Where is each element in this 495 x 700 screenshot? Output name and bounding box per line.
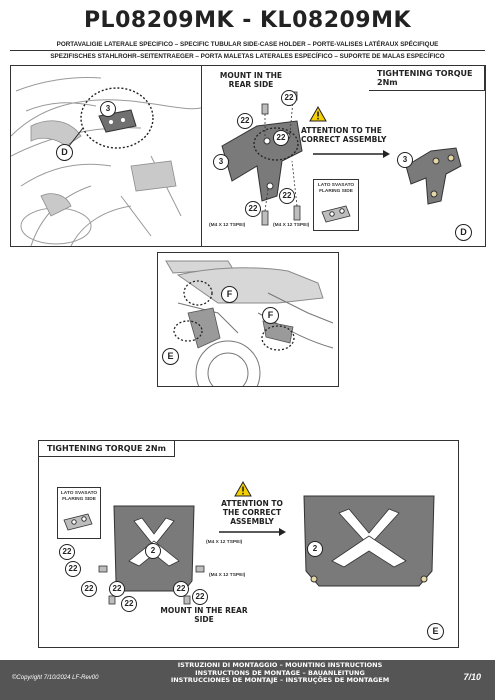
part-22-callout-b5: 22 (121, 596, 137, 612)
screw-spec-label-1: (M4 X 12 TSPEI) (209, 223, 246, 228)
footer-bar (0, 660, 495, 700)
screw-spec-label-bottom-1: (M4 X 12 TSPEI) (206, 540, 243, 545)
footer-copyright: ©Copyright 7/10/2024 LF-Rev00 (12, 675, 99, 681)
detail-e-callout-bottom: E (427, 623, 444, 640)
attention-assembly-label: ATTENTION TO THE CORRECT ASSEMBLY (301, 126, 387, 144)
assembled-bracket-illustration (405, 147, 462, 205)
part-22-callout-a: 22 (237, 113, 253, 129)
detail-d-callout-right: D (455, 224, 472, 241)
torque-label-bottom: TIGHTENING TORQUE 2Nm (39, 441, 175, 457)
detail-f-callout-b: F (262, 307, 279, 324)
subtitle-line-1: PORTAVALIGIE LATERALE SPECIFICO – SPECIF… (56, 41, 439, 48)
attention-assembly-label-bottom: ATTENTION TO THE CORRECT ASSEMBLY (221, 499, 283, 526)
part-number-3-callout: 3 (100, 101, 116, 117)
detail-e-callout: E (162, 348, 179, 365)
mount-rear-side-label: MOUNT IN THE REAR SIDE (219, 71, 283, 89)
flared-side-label: LATO SVASATO FLARING SIDE (317, 183, 355, 194)
plate-assembled-illustration (303, 495, 435, 587)
screw-spec-label-bottom-2: (M4 X 12 TSPEI) (209, 573, 246, 578)
part-2-callout-right: 2 (307, 541, 323, 557)
part-22-callout-b6: 22 (173, 581, 189, 597)
motorcycle-overview-panel: F F E (157, 252, 339, 387)
part-22-callout-d: 22 (245, 201, 261, 217)
screw-spec-label-2: (M4 X 12 TSPEI) (273, 223, 310, 228)
footer-line-2: INSTRUCTIONS DE MONTAGE – BAUANLEITUNG (195, 668, 365, 677)
mount-rear-side-label-bottom: MOUNT IN THE REAR SIDE (160, 606, 248, 624)
subtitle-line-2: SPEZIFISCHES STAHLROHR–SEITENTRAEGER – P… (50, 53, 445, 60)
flared-side-label-bottom: LATO SVASATO FLARING SIDE (60, 491, 98, 502)
bike-detail-illustration (11, 66, 201, 246)
part-3-callout-right: 3 (397, 152, 413, 168)
flared-washer-illustration (321, 205, 351, 223)
warning-icon-bottom (234, 481, 252, 497)
part-22-callout-c: 22 (273, 130, 289, 146)
part-2-callout-left: 2 (145, 543, 161, 559)
detail-f-callout-a: F (221, 286, 238, 303)
page-number: 7/10 (463, 672, 481, 682)
part-22-callout-b2: 22 (65, 561, 81, 577)
arrow-right-icon-bottom (219, 528, 286, 536)
part-22-callout-b1: 22 (59, 544, 75, 560)
warning-icon (309, 106, 327, 122)
torque-label-top: TIGHTENING TORQUE 2Nm (369, 66, 485, 91)
footer-line-1: ISTRUZIONI DI MONTAGGIO – MOUNTING INSTR… (177, 661, 383, 669)
flared-side-inset-bottom: LATO SVASATO FLARING SIDE (57, 487, 101, 539)
motorcycle-side-illustration (158, 253, 338, 386)
part-3-callout-middle: 3 (213, 154, 229, 170)
footer-line-3: INSTRUCCIONES DE MONTAJE – INSTRUÇÕES DE… (170, 676, 390, 684)
panel-divider-1 (201, 66, 202, 246)
footer-instructions: ISTRUZIONI DI MONTAGGIO – MOUNTING INSTR… (150, 661, 410, 685)
flared-side-inset: LATO SVASATO FLARING SIDE (313, 179, 359, 231)
subtitle-divider (10, 50, 485, 51)
part-22-callout-b4: 22 (109, 581, 125, 597)
top-instruction-panel: 3 D MOUNT IN THE REAR SIDE 22 22 22 22 2… (10, 65, 486, 247)
document-title: PL08209MK - KL08209MK (83, 8, 412, 33)
part-22-callout-e: 22 (279, 188, 295, 204)
arrow-right-icon (313, 150, 390, 158)
part-22-callout-b7: 22 (192, 589, 208, 605)
part-22-callout-b: 22 (281, 90, 297, 106)
detail-d-callout-left: D (56, 144, 73, 161)
part-22-callout-b3: 22 (81, 581, 97, 597)
bottom-instruction-panel: TIGHTENING TORQUE 2Nm LATO SVASATO FLARI… (38, 440, 459, 648)
flared-washer-illustration-bottom (63, 513, 93, 531)
